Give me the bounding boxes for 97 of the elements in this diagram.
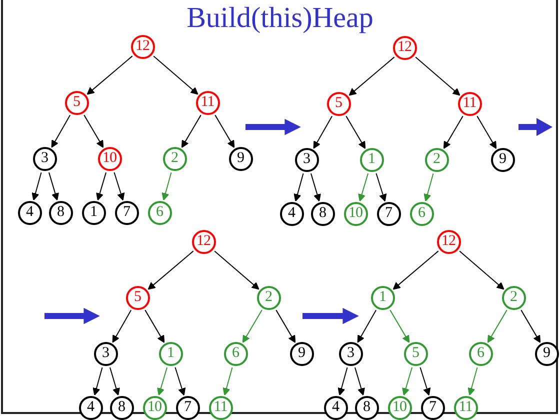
heap-node-circle: 12 [130,34,154,58]
arrow [32,172,42,201]
heap-node-circle: 9 [290,342,314,366]
heap-node-circle: 1 [158,342,182,366]
heap-node-circle: 6 [148,200,172,224]
heap-node-circle: 7 [176,396,200,420]
arrow [346,116,366,149]
heap-node-circle: 12 [192,230,216,254]
heap-node-circle: 2 [162,146,186,170]
arrow [415,56,460,96]
arrow [310,172,321,202]
arrow [84,114,104,148]
heap-node-circle: 8 [110,396,134,420]
arrow [214,250,260,290]
arrow [402,366,413,396]
arrow [468,367,478,396]
arrow [390,310,410,343]
heap-node-circle: 1 [370,286,394,310]
arrow [354,366,365,396]
arrow [348,56,395,96]
heap-node-circle: 10 [98,146,122,170]
heap-node-circle: 5 [64,90,88,114]
step-arrow [246,118,301,136]
heap-node-circle: 6 [224,342,248,366]
heap-node-circle: 4 [324,396,348,420]
heap-node-circle: 4 [18,200,42,224]
step-arrow [302,308,359,324]
arrow [112,310,132,343]
heap-node-circle: 11 [458,92,482,116]
title: Build(this)Heap [186,2,374,35]
step-arrow [44,308,100,324]
arrow [357,310,377,343]
arrow [174,366,186,396]
heap-node-circle: 8 [310,202,334,226]
arrow [242,310,262,343]
heap-node-circle: 5 [126,286,150,310]
heap-node-circle: 11 [196,90,220,114]
arrow [313,116,333,149]
arrow [153,56,198,95]
heap-node-circle: 5 [404,342,428,366]
heap-node-circle: 4 [78,396,102,420]
arrow [358,172,369,202]
arrow [520,310,541,343]
heap-node-circle: 4 [280,202,304,226]
arrow [443,116,464,149]
heap-node-circle: 8 [48,200,72,224]
heap-node-circle: 9 [228,146,252,170]
heap-node-circle: 6 [410,202,434,226]
heap-node-circle: 10 [344,202,368,226]
heap-node-circle: 3 [94,342,118,366]
arrow [276,310,296,343]
heap-node-circle: 11 [454,396,478,420]
heap-node-circle: 1 [82,200,106,224]
arrow [157,366,168,396]
arrow [109,366,120,396]
heap-node-circle: 9 [490,148,514,172]
heap-node-circle: 1 [360,148,384,172]
arrow [424,173,434,202]
arrow [476,116,497,149]
heap-node-circle: 10 [142,396,166,420]
heap-node-circle: 2 [256,286,280,310]
heap-node-circle: 9 [534,342,558,366]
heap-node-circle: 3 [338,342,362,366]
arrow [214,114,235,148]
heap-node-circle: 5 [326,92,350,116]
step-arrow [518,118,552,136]
heap-node-circle: 8 [354,396,378,420]
heap-node-circle: 12 [392,36,416,60]
heap-node-circle: 3 [32,146,56,170]
heap-node-circle: 2 [424,148,448,172]
heap-node-circle: 3 [294,148,318,172]
heap-node-circle: 7 [420,396,444,420]
heap-node-circle: 7 [114,200,138,224]
arrow [162,172,172,201]
arrow [294,173,304,202]
arrow [48,172,59,201]
arrow [338,367,348,396]
arrow [144,310,165,343]
arrow [114,172,125,201]
heap-node-circle: 10 [388,396,412,420]
arrow [376,172,387,202]
heap-node-circle: 6 [468,342,492,366]
arrow [148,250,194,290]
arrow [487,310,508,343]
arrow [86,56,133,95]
heap-node-circle: 7 [376,202,400,226]
arrow [181,114,202,148]
heap-node-circle: 11 [208,396,232,420]
arrow [96,172,107,201]
arrow [420,366,431,396]
heap-node-circle: 12 [436,230,460,254]
arrow [51,114,71,148]
arrow [92,367,103,396]
arrow [459,250,504,290]
arrow [392,250,439,290]
arrow [222,367,233,396]
heap-node-circle: 2 [502,286,526,310]
